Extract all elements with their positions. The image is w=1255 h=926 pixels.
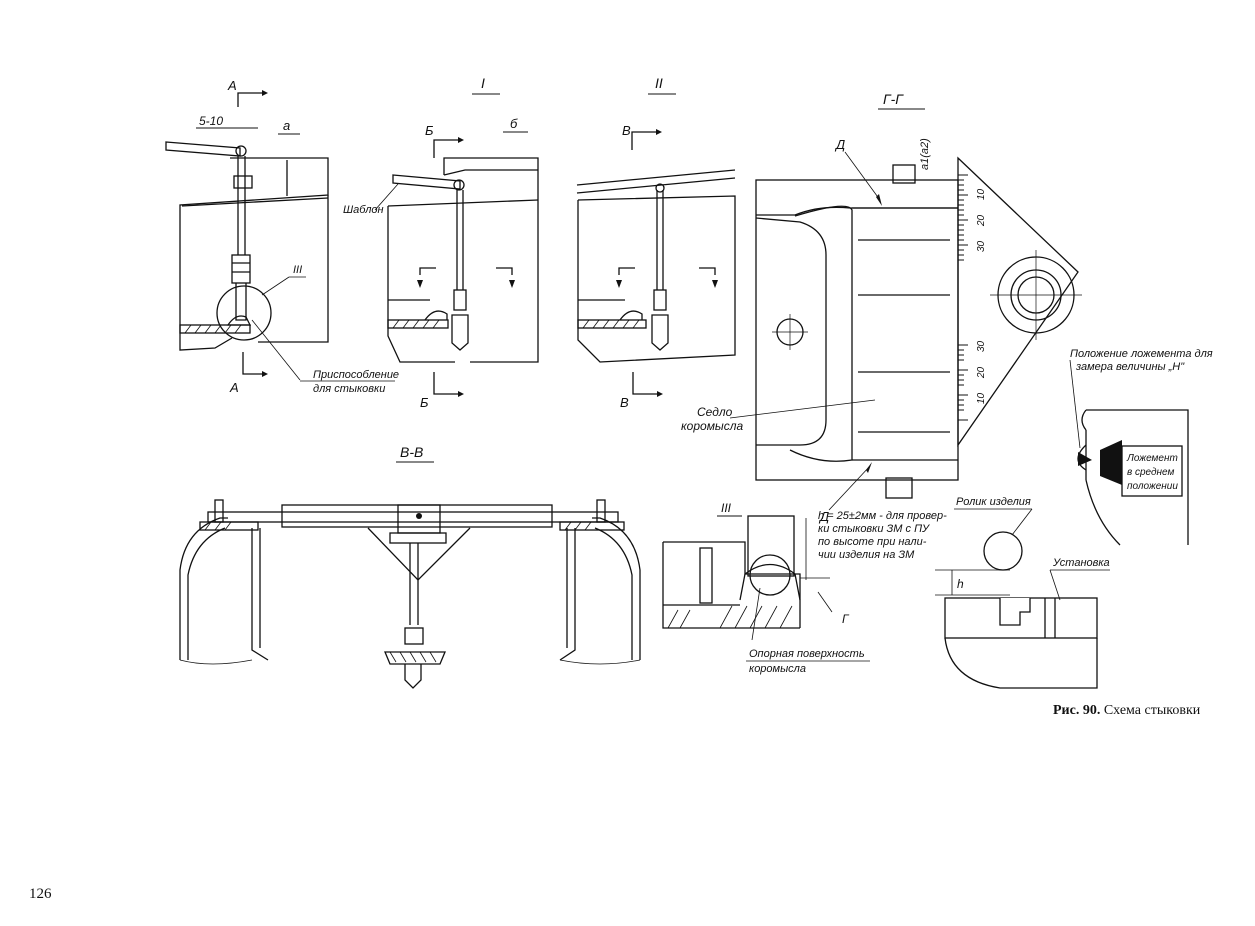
section-b-bottom-label: Б	[420, 395, 429, 410]
fixture-label-line-1: Приспособление	[313, 369, 399, 381]
h-note-line-1: h = 25±2мм - для провер-	[818, 510, 947, 522]
scale-lower-20: 20	[976, 366, 987, 379]
scale-lower-30: 30	[976, 340, 987, 352]
fixture-label-line-2: для стыковки	[313, 383, 385, 395]
installation-label: Установка	[1052, 557, 1110, 569]
roller-label: Ролик изделия	[956, 496, 1031, 508]
view-gg-title: Г-Г	[883, 91, 904, 107]
cradle-middle-line-2: в среднем	[1127, 467, 1174, 478]
view-iii-title: III	[721, 501, 732, 515]
view-i-title: I	[481, 75, 485, 91]
view-ii: II В В	[576, 75, 736, 410]
view-i: I Б б Шаблон Б	[343, 75, 539, 410]
view-iii: III Опорная поверхность коромысла Г h = …	[662, 496, 1110, 689]
view-ii-title: II	[655, 75, 663, 91]
cut-letter-g: Г	[842, 612, 850, 626]
detail-iii-ref: III	[293, 264, 302, 276]
h-note-line-3: по высоте при нали-	[818, 536, 927, 548]
dimension-5-10: 5-10	[199, 114, 223, 128]
section-a-bottom-label: А	[229, 380, 239, 395]
section-a-top-label: А	[227, 78, 237, 93]
view-bb: В-В	[179, 444, 641, 689]
scale-upper-10: 10	[976, 188, 987, 200]
view-bb-title: В-В	[400, 444, 423, 460]
scale-upper-20: 20	[976, 214, 987, 227]
saddle-label-line-1: Седло	[697, 405, 733, 419]
view-gg: Г-Г Д а1(а2) 10 20 30	[681, 91, 1213, 546]
template-label: Шаблон	[343, 204, 384, 216]
figure-caption-label: Рис. 90.	[1053, 703, 1101, 718]
letter-d-bottom: Д	[818, 509, 829, 524]
cradle-middle-line-1: Ложемент	[1126, 453, 1178, 464]
support-surface-line-1: Опорная поверхность	[749, 648, 865, 660]
section-v-top-label: В	[622, 123, 631, 138]
section-b-top-label: Б	[425, 123, 434, 138]
view-a-letter: а	[283, 118, 290, 133]
cradle-position-line-1: Положение ложемента для	[1070, 348, 1213, 360]
letter-d-top: Д	[834, 137, 845, 152]
figure-caption: Рис. 90. Схема стыковки	[1053, 703, 1200, 719]
view-b-letter: б	[510, 116, 518, 131]
view-a: А 5-10 а III А Приспособл	[165, 78, 399, 395]
figure-caption-text: Схема стыковки	[1103, 703, 1201, 718]
page-number: 126	[29, 886, 52, 902]
scale-upper-30: 30	[976, 240, 987, 252]
saddle-label-line-2: коромысла	[681, 419, 744, 433]
h-note-line-2: ки стыковки ЗМ с ПУ	[818, 523, 930, 535]
section-v-bottom-label: В	[620, 395, 629, 410]
cradle-middle-line-3: положении	[1127, 481, 1178, 492]
dim-a1-a2: а1(а2)	[919, 138, 931, 170]
scale-lower-10: 10	[976, 392, 987, 404]
cradle-position-line-2: замера величины „Н"	[1075, 361, 1185, 373]
support-surface-line-2: коромысла	[749, 663, 806, 675]
h-note-line-4: чии изделия на ЗМ	[818, 549, 915, 561]
h-label: h	[957, 577, 964, 591]
